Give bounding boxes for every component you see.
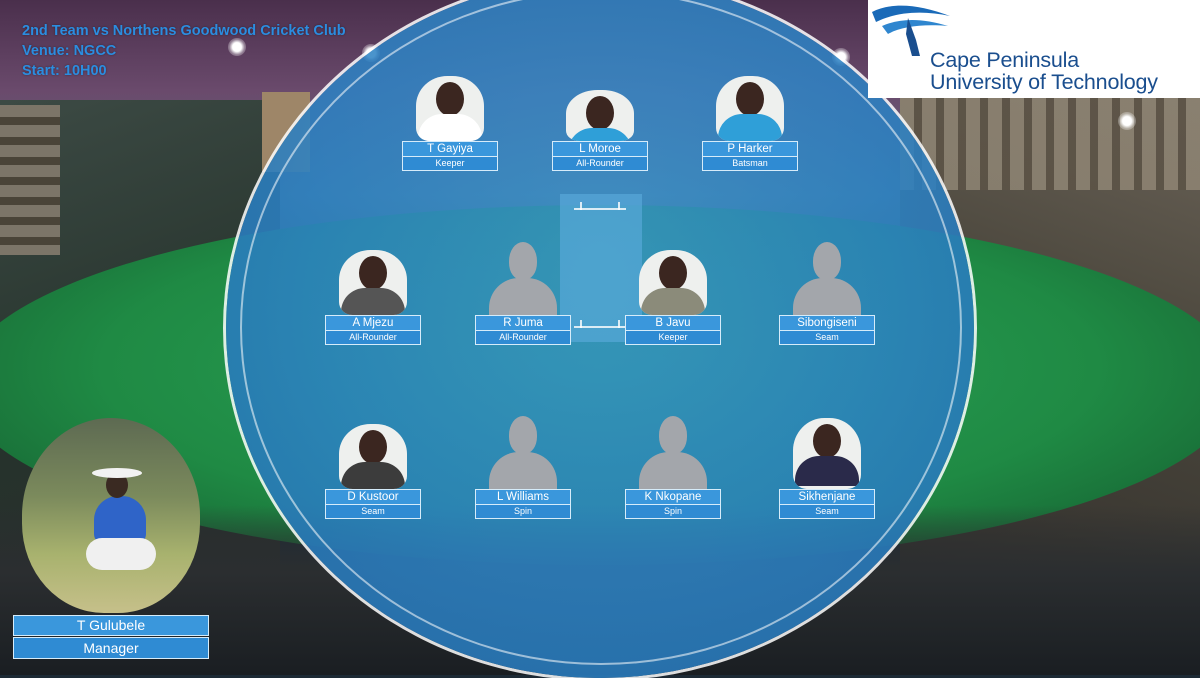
placeholder-silhouette-icon — [489, 242, 557, 315]
player-photo — [716, 76, 784, 141]
player-face — [813, 424, 841, 458]
player-photo-cutout — [566, 90, 634, 141]
player-shirt — [795, 456, 859, 486]
player-name: Sibongiseni — [779, 315, 875, 331]
player-name: B Javu — [625, 315, 721, 331]
floodlight — [1118, 112, 1136, 130]
player-name: L Moroe — [552, 141, 648, 157]
crease-line — [574, 208, 626, 210]
player-name: T Gayiya — [402, 141, 498, 157]
match-info: 2nd Team vs Northens Goodwood Cricket Cl… — [22, 21, 346, 81]
manager-figure-hat — [92, 468, 142, 478]
player-shirt — [341, 462, 405, 489]
silhouette-body — [489, 452, 557, 489]
player-photo-cutout — [793, 418, 861, 489]
left-pavilion — [0, 105, 60, 255]
player-name: Sikhenjane — [779, 489, 875, 505]
player-face — [359, 430, 387, 464]
silhouette-body — [793, 278, 861, 315]
player-name: P Harker — [702, 141, 798, 157]
player-role: Spin — [625, 505, 721, 519]
silhouette-head — [659, 416, 687, 454]
player-photo-cutout — [339, 250, 407, 315]
logo-text: Cape Peninsula University of Technology — [930, 49, 1158, 93]
stump — [618, 202, 620, 210]
crease-line — [574, 326, 626, 328]
player-shirt — [568, 128, 632, 141]
stump — [580, 202, 582, 210]
match-start: Start: 10H00 — [22, 63, 107, 79]
stump — [580, 320, 582, 328]
player-name: D Kustoor — [325, 489, 421, 505]
match-title: 2nd Team vs Northens Goodwood Cricket Cl… — [22, 23, 346, 39]
player-role: Batsman — [702, 157, 798, 171]
player-role: Seam — [779, 505, 875, 519]
player-name: A Mjezu — [325, 315, 421, 331]
player-role: Spin — [475, 505, 571, 519]
university-logo: Cape Peninsula University of Technology — [868, 0, 1200, 98]
floodlight — [228, 38, 246, 56]
stump — [618, 320, 620, 328]
player-photo — [566, 90, 634, 141]
player-photo — [639, 250, 707, 315]
player-role: Seam — [779, 331, 875, 345]
cput-wave-logo-icon — [872, 5, 950, 56]
player-face — [436, 82, 464, 116]
silhouette-body — [489, 278, 557, 315]
player-shirt — [641, 288, 705, 315]
player-role: All-Rounder — [325, 331, 421, 345]
player-role: Seam — [325, 505, 421, 519]
player-role: Keeper — [625, 331, 721, 345]
player-name: L Williams — [475, 489, 571, 505]
team-circle-ring — [240, 0, 962, 665]
match-venue: Venue: NGCC — [22, 43, 117, 59]
silhouette-head — [509, 242, 537, 280]
player-role: All-Rounder — [475, 331, 571, 345]
manager-figure-legs — [86, 538, 156, 570]
logo-line-1: Cape Peninsula — [930, 48, 1080, 72]
manager-figure-head — [106, 472, 128, 498]
player-photo — [339, 424, 407, 489]
player-face — [586, 96, 614, 130]
player-shirt — [718, 114, 782, 141]
manager-photo — [22, 418, 200, 613]
player-photo-cutout — [716, 76, 784, 141]
placeholder-silhouette-icon — [489, 416, 557, 489]
player-shirt — [418, 114, 482, 141]
silhouette-body — [639, 452, 707, 489]
manager-name: T Gulubele — [13, 615, 209, 636]
player-name: K Nkopane — [625, 489, 721, 505]
player-face — [659, 256, 687, 290]
player-name: R Juma — [475, 315, 571, 331]
silhouette-head — [813, 242, 841, 280]
logo-line-2: University of Technology — [930, 70, 1158, 94]
player-photo-cutout — [339, 424, 407, 489]
player-photo — [793, 418, 861, 489]
player-shirt — [341, 288, 405, 315]
player-photo — [416, 76, 484, 141]
player-photo-cutout — [639, 250, 707, 315]
manager-role: Manager — [13, 637, 209, 659]
silhouette-head — [509, 416, 537, 454]
manager-figure-shirt — [94, 496, 146, 544]
placeholder-silhouette-icon — [639, 416, 707, 489]
placeholder-silhouette-icon — [793, 242, 861, 315]
player-photo-cutout — [416, 76, 484, 141]
right-pavilion — [900, 95, 1200, 190]
player-photo — [339, 250, 407, 315]
player-role: All-Rounder — [552, 157, 648, 171]
player-face — [736, 82, 764, 116]
player-role: Keeper — [402, 157, 498, 171]
player-face — [359, 256, 387, 290]
